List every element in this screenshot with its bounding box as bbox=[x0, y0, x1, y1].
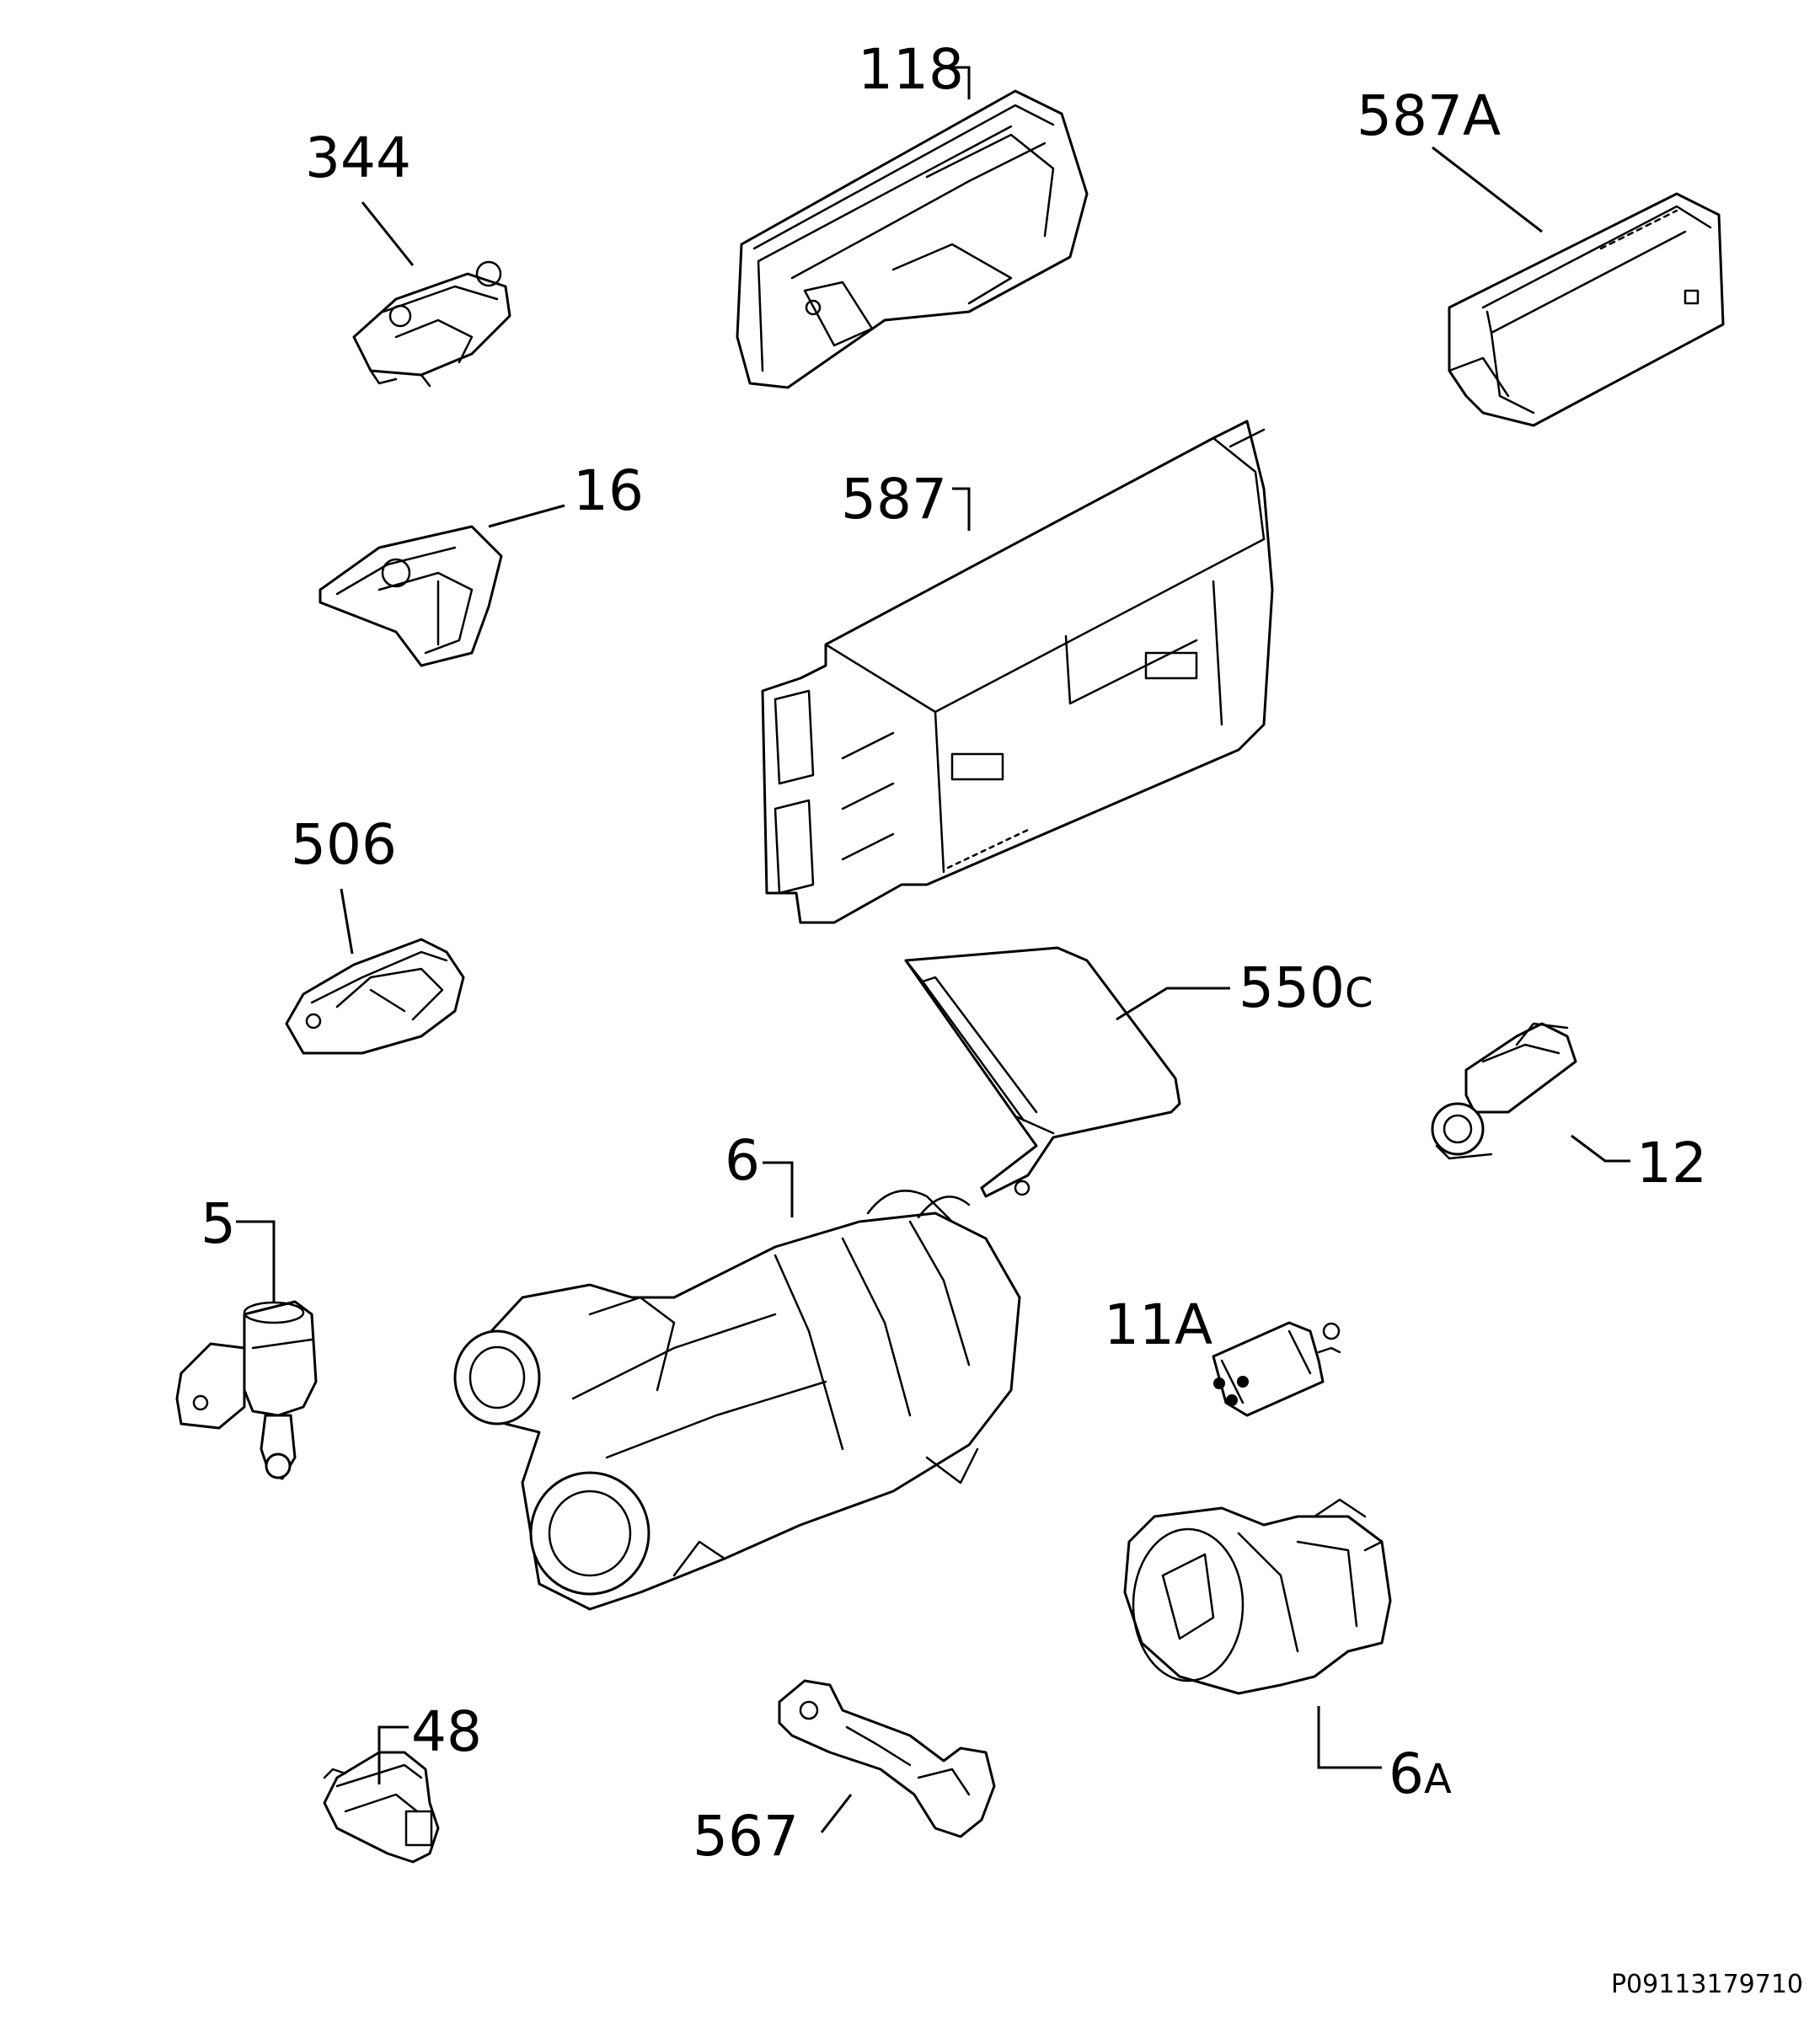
part-550C-drawing bbox=[904, 946, 1181, 1198]
leader-5 bbox=[236, 1220, 276, 1302]
drawing-code: P09113179710 bbox=[1610, 1970, 1803, 1999]
label-6A: 6A bbox=[1389, 1741, 1452, 1806]
label-12: 12 bbox=[1636, 1131, 1707, 1196]
part-5-drawing bbox=[175, 1300, 318, 1480]
part-344-drawing bbox=[352, 260, 511, 388]
leader-12 bbox=[1571, 1134, 1630, 1163]
label-550C-number: 550 bbox=[1239, 955, 1345, 1020]
part-6-drawing bbox=[453, 1190, 1021, 1611]
label-587: 587 bbox=[841, 467, 947, 532]
label-6A-suffix: A bbox=[1424, 1756, 1452, 1803]
leader-587 bbox=[952, 487, 971, 531]
leader-550C bbox=[1116, 987, 1230, 1021]
part-506-drawing bbox=[285, 938, 465, 1055]
part-587A-drawing bbox=[1448, 192, 1725, 427]
part-48-drawing bbox=[323, 1751, 440, 1864]
part-118-drawing bbox=[736, 89, 1089, 389]
leader-16 bbox=[488, 504, 565, 528]
label-550C-suffix: C bbox=[1345, 970, 1373, 1017]
part-12-drawing bbox=[1431, 1022, 1577, 1160]
leader-48 bbox=[377, 1725, 409, 1784]
part-6A-drawing bbox=[1123, 1498, 1392, 1695]
leader-6A bbox=[1317, 1706, 1382, 1769]
leader-344 bbox=[361, 201, 415, 266]
label-6: 6 bbox=[725, 1128, 760, 1193]
part-16-drawing bbox=[318, 525, 503, 667]
label-11A: 11A bbox=[1104, 1292, 1212, 1357]
leader-118 bbox=[948, 66, 971, 99]
leader-567 bbox=[820, 1794, 853, 1833]
leader-506 bbox=[340, 888, 354, 955]
label-118: 118 bbox=[858, 37, 964, 102]
label-567: 567 bbox=[693, 1804, 799, 1869]
leader-6 bbox=[763, 1161, 794, 1217]
label-6A-number: 6 bbox=[1389, 1741, 1424, 1806]
label-48: 48 bbox=[411, 1699, 482, 1764]
label-550C: 550C bbox=[1239, 955, 1373, 1020]
part-11A-drawing bbox=[1212, 1321, 1341, 1417]
label-16: 16 bbox=[573, 458, 644, 523]
leader-587A bbox=[1432, 146, 1543, 233]
label-5: 5 bbox=[201, 1191, 236, 1256]
label-344: 344 bbox=[305, 126, 411, 190]
part-587-drawing bbox=[761, 420, 1274, 924]
label-587A: 587A bbox=[1357, 83, 1501, 148]
label-506: 506 bbox=[291, 812, 397, 877]
part-567-drawing bbox=[778, 1679, 996, 1838]
